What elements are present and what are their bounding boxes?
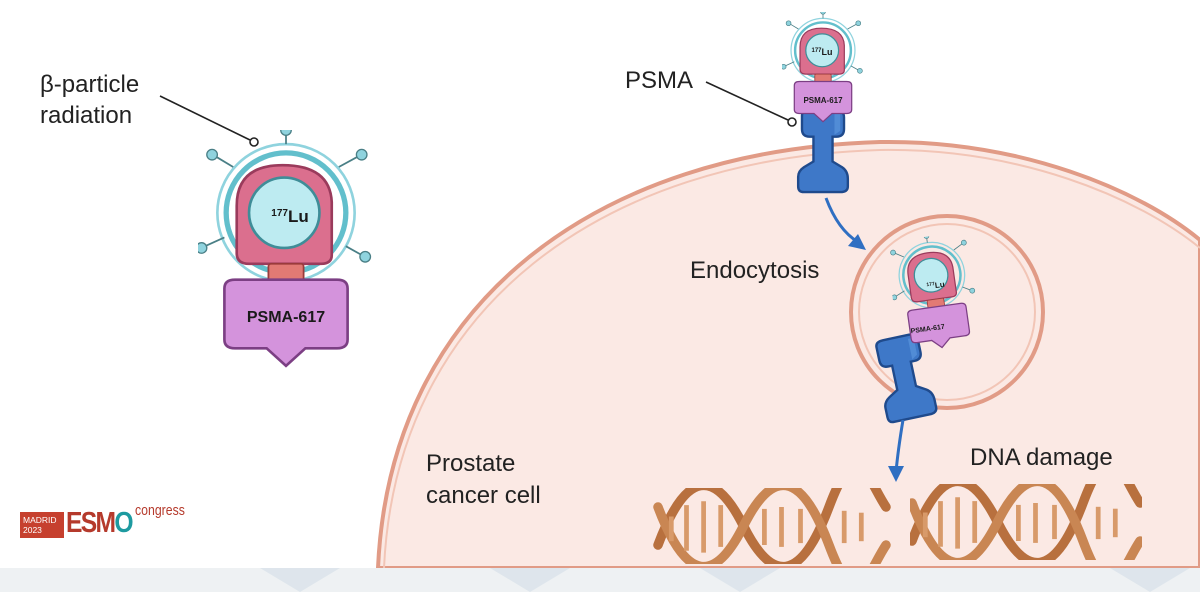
psma-617-label-large: PSMA-617 bbox=[247, 309, 325, 326]
prostate-label-line2: cancer cell bbox=[426, 482, 541, 509]
bottom-band bbox=[0, 568, 1200, 592]
psma-617-label-internalized: PSMA-617 bbox=[910, 324, 945, 336]
psma-label: PSMA bbox=[625, 67, 694, 94]
logo-congress: congress bbox=[135, 502, 185, 519]
lu-label-internalized: 177Lu bbox=[926, 280, 945, 291]
endocytosis-arrow bbox=[824, 197, 866, 250]
endocytosis-label: Endocytosis bbox=[690, 257, 820, 284]
lu-psma-617-molecule-large bbox=[196, 125, 370, 366]
dna-damage-arrow bbox=[888, 419, 905, 482]
psma-617-label-bound: PSMA-617 bbox=[803, 96, 843, 105]
psma-leader bbox=[705, 81, 797, 127]
lu-label-bound: 177Lu bbox=[811, 47, 832, 57]
beta-particle-label-line1: β-particle bbox=[40, 71, 140, 98]
beta-particle-leader bbox=[159, 95, 259, 147]
prostate-label-line1: Prostate bbox=[426, 450, 516, 477]
lu-label-large: 177Lu bbox=[271, 207, 308, 226]
beta-particle-label-line2: radiation bbox=[40, 102, 133, 129]
dna-damage-label: DNA damage bbox=[970, 444, 1113, 471]
logo-brand: ESMO bbox=[66, 507, 133, 539]
